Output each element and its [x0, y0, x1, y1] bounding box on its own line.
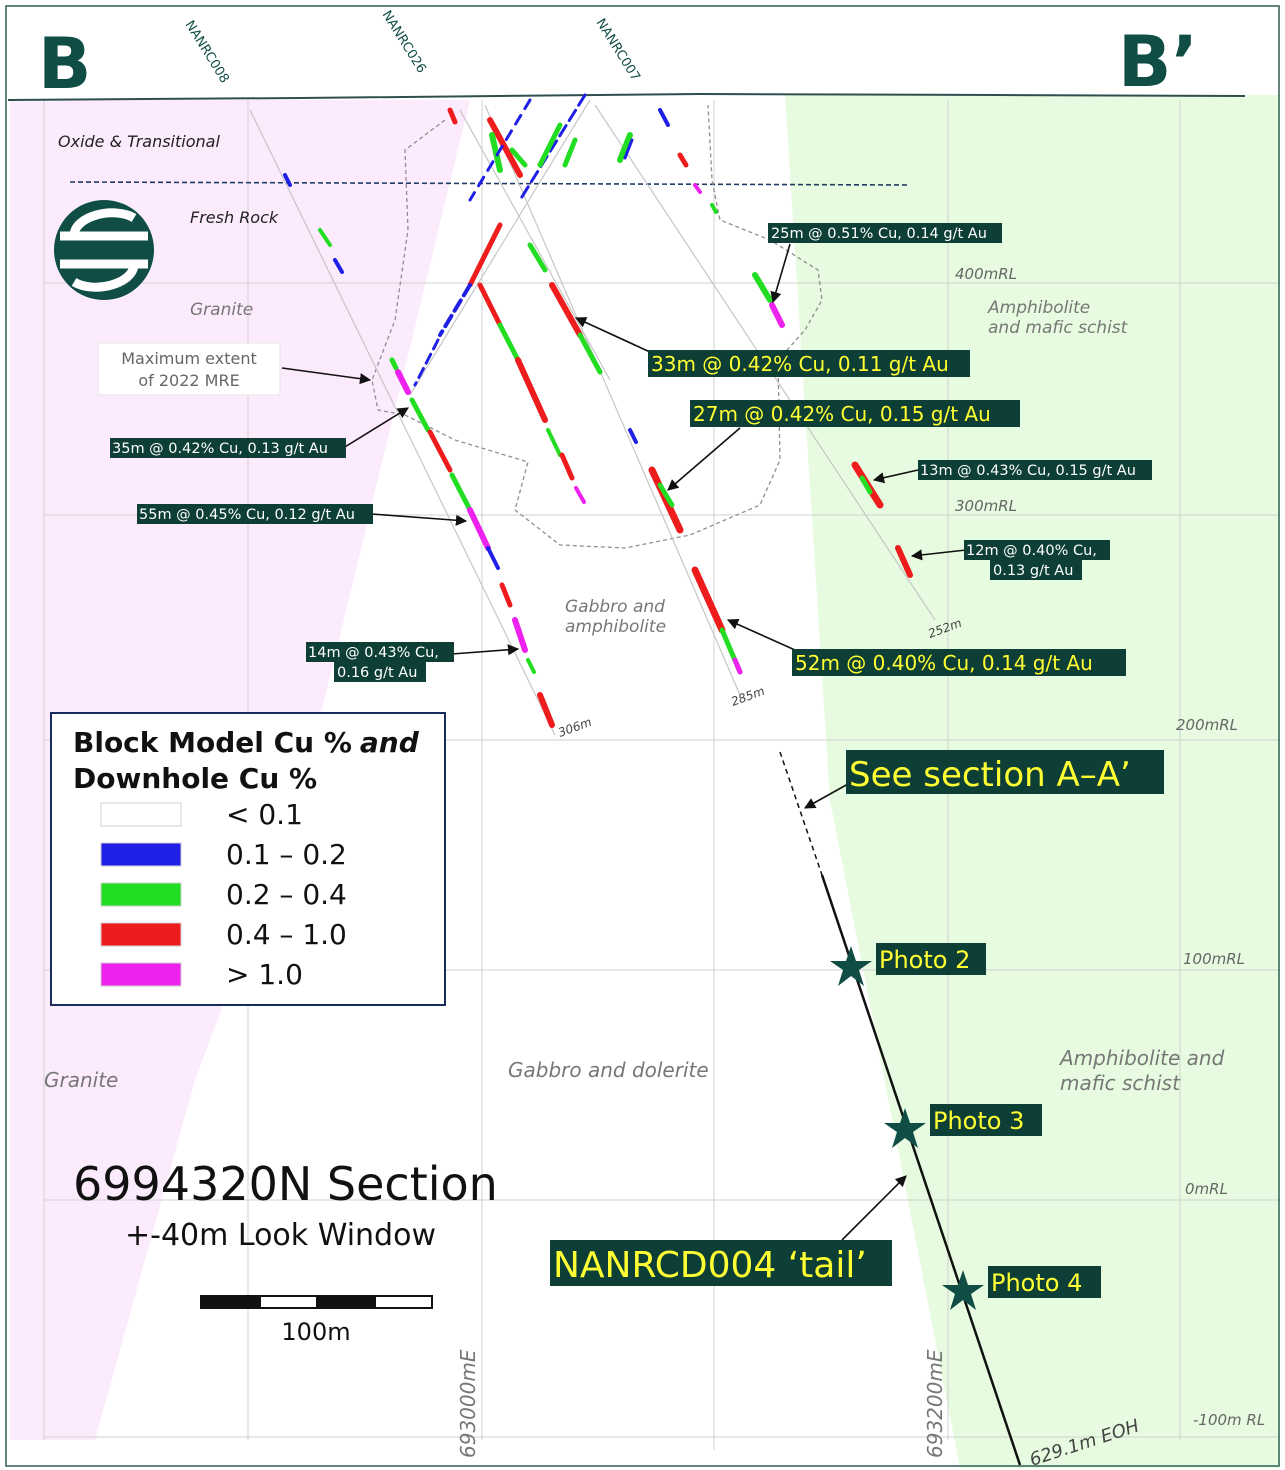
scale-bar: 100m: [200, 1295, 433, 1346]
legend-swatch: [100, 882, 182, 907]
depth-285: 285m: [729, 684, 766, 709]
depth-306: 306m: [556, 715, 593, 740]
legend-title-and: and: [360, 726, 420, 759]
legend-label: 0.1 – 0.2: [226, 838, 347, 871]
label-amph-lower-2: mafic schist: [1060, 1071, 1181, 1095]
intercept-12m-line1: 12m @ 0.40% Cu,: [966, 543, 1097, 559]
photo2-label: Photo 2: [879, 946, 970, 974]
rl-0: 0mRL: [1185, 1180, 1228, 1198]
legend-label: 0.4 – 1.0: [226, 918, 347, 951]
callout-arrows: [281, 243, 967, 1241]
star-photo3: [884, 1108, 926, 1148]
tail-projection: [779, 751, 823, 876]
intercept-33m: 33m @ 0.42% Cu, 0.11 g/t Au: [651, 352, 949, 376]
trace-nanrc008: [249, 109, 556, 736]
hole-name-nanrc008: NANRC008: [182, 18, 232, 86]
legend: Block Model Cu %and Downhole Cu % < 0.1 0…: [50, 712, 446, 1006]
legend-title-2: Downhole Cu %: [73, 762, 317, 795]
mre-note: Maximum extent of 2022 MRE: [97, 342, 281, 396]
rl-minus-100: -100m RL: [1193, 1411, 1265, 1429]
intercept-13m: 13m @ 0.43% Cu, 0.15 g/t Au: [920, 463, 1136, 479]
see-section-label: See section A–A’: [849, 755, 1131, 795]
intercept-52m: 52m @ 0.40% Cu, 0.14 g/t Au: [795, 651, 1093, 675]
big-callouts: See section A–A’ Photo 2 Photo 3 Photo 4…: [550, 750, 1164, 1298]
intercept-12m-line2: 0.13 g/t Au: [993, 563, 1073, 579]
mre-note-line1: Maximum extent: [121, 349, 256, 368]
photo4-label: Photo 4: [991, 1269, 1082, 1297]
legend-title: Block Model Cu %and: [73, 726, 420, 759]
intercept-35m: 35m @ 0.42% Cu, 0.13 g/t Au: [112, 441, 328, 457]
hole-name-nanrc007: NANRC007: [593, 16, 643, 84]
rl-300: 300mRL: [955, 497, 1017, 515]
mre-note-line2: of 2022 MRE: [138, 371, 239, 390]
label-oxide: Oxide & Transitional: [58, 132, 220, 151]
photo3-label: Photo 3: [933, 1107, 1024, 1135]
easting-693000: 693000mE: [456, 1349, 480, 1458]
intercept-14m-line1: 14m @ 0.43% Cu,: [308, 645, 439, 661]
section-end-right: B’: [1118, 21, 1198, 103]
hole-name-nanrc026: NANRC026: [379, 8, 429, 76]
legend-label: 0.2 – 0.4: [226, 878, 347, 911]
rl-400: 400mRL: [955, 265, 1017, 283]
legend-label: < 0.1: [226, 798, 303, 831]
legend-title-part1: Block Model Cu %: [73, 726, 352, 759]
legend-swatch: [100, 842, 182, 867]
legend-swatch: [100, 922, 182, 947]
label-gabbro-amph-1: Gabbro and: [565, 597, 665, 617]
trace-shallow-a: [459, 109, 611, 381]
oxide-fresh-boundary: [69, 181, 911, 186]
section-end-left: B: [38, 23, 91, 105]
figure-frame: [5, 5, 1280, 1467]
legend-label: > 1.0: [226, 958, 303, 991]
intercept-55m: 55m @ 0.45% Cu, 0.12 g/t Au: [139, 507, 355, 523]
intercept-25m: 25m @ 0.51% Cu, 0.14 g/t Au: [771, 226, 987, 242]
section-title: 6994320N Section: [73, 1157, 498, 1211]
assay-segments: [283, 93, 913, 728]
rl-200: 200mRL: [1176, 716, 1238, 734]
intercept-27m: 27m @ 0.42% Cu, 0.15 g/t Au: [693, 402, 991, 426]
label-granite-lower: Granite: [44, 1068, 118, 1092]
section-subtitle: +-40m Look Window: [125, 1218, 436, 1253]
trace-inclined-west: [409, 99, 591, 396]
company-logo: [54, 200, 154, 300]
tail-label: NANRCD004 ‘tail’: [553, 1245, 867, 1286]
legend-items: < 0.1 0.1 – 0.2 0.2 – 0.4 0.4 – 1.0 > 1.0: [100, 798, 347, 991]
mre-extent-outline: [371, 104, 823, 549]
label-gabbro-amph-2: amphibolite: [565, 617, 666, 637]
star-photo4: [942, 1270, 984, 1310]
label-amph-upper-2: and mafic schist: [988, 318, 1129, 338]
photo-stars: [830, 946, 984, 1310]
label-granite-upper: Granite: [190, 300, 253, 320]
label-gabbro-dolerite: Gabbro and dolerite: [508, 1058, 709, 1082]
topographic-surface: [7, 92, 1246, 101]
scale-label: 100m: [281, 1318, 350, 1346]
rl-100: 100mRL: [1183, 950, 1245, 968]
label-amph-lower-1: Amphibolite and: [1058, 1046, 1225, 1070]
section-title-block: 6994320N Section +-40m Look Window: [73, 1157, 498, 1253]
label-amph-upper-1: Amphibolite: [987, 298, 1090, 318]
label-fresh-rock: Fresh Rock: [190, 208, 279, 227]
legend-swatch: [100, 802, 182, 827]
easting-693200: 693200mE: [923, 1349, 947, 1458]
intercept-14m-line2: 0.16 g/t Au: [337, 665, 417, 681]
legend-swatch: [100, 962, 182, 987]
star-photo2: [830, 946, 872, 986]
section-header: B B’ NANRC008 NANRC026 NANRC007: [38, 8, 1198, 105]
intercept-callouts: 25m @ 0.51% Cu, 0.14 g/t Au 33m @ 0.42% …: [110, 223, 1152, 682]
zone-labels: Oxide & Transitional Fresh Rock Granite …: [44, 132, 1225, 1095]
easting-labels: 693000mE 693200mE: [456, 1349, 947, 1458]
rl-labels: 400mRL 300mRL 200mRL 100mRL 0mRL -100m R…: [955, 265, 1265, 1429]
